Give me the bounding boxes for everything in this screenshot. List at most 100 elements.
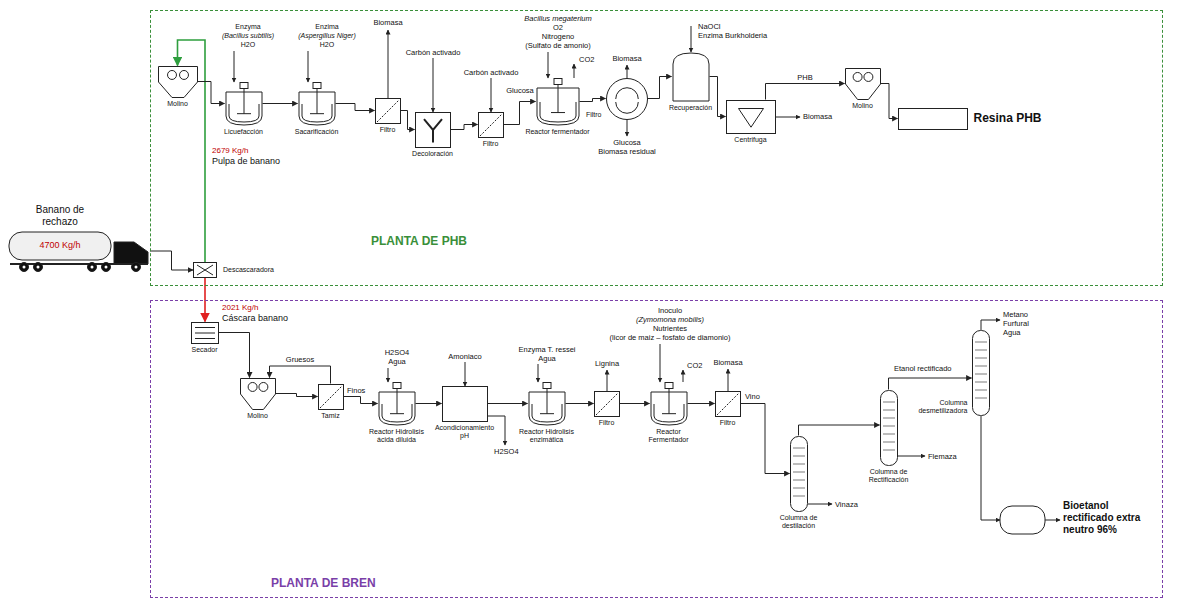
distillation-column: Columna de destilación [790, 436, 808, 512]
flow-connector [150, 251, 193, 270]
stream-label: Carbón activado [464, 68, 519, 77]
peeler-unit-part [197, 265, 213, 275]
stream-label: Bacillus megaterium [524, 14, 592, 23]
outlet-arrow [776, 117, 800, 118]
feed-arrow [660, 344, 661, 382]
stirred-reactor-shape [528, 382, 566, 426]
distillation-column-part [972, 330, 989, 415]
distillation-column-part [793, 479, 805, 480]
stream-label: Carbón activado [406, 48, 461, 57]
flow-connector [276, 394, 318, 397]
peeler-unit-outline [194, 263, 217, 278]
stream-label: Biomasa residual [598, 147, 656, 156]
stream-label: Biomasa [713, 358, 742, 367]
mill-hopper-shape [240, 378, 276, 410]
filter-unit: Filtro [375, 98, 401, 124]
recovery-tank-part [673, 53, 709, 101]
storage-tank [1000, 506, 1045, 534]
stirred-reactor-outline [537, 78, 579, 125]
dryer-unit-part [195, 332, 215, 333]
stream-label: Furfural [1003, 319, 1029, 328]
feed-arrow [691, 26, 692, 52]
peeler-unit: Descascaradora [193, 262, 217, 278]
filter-unit-shape [594, 391, 620, 417]
stream-label: Biomasa [373, 18, 402, 27]
filter-unit-outline [594, 391, 619, 416]
equipment-label: Molino [167, 100, 188, 108]
mill-hopper-part [179, 70, 188, 79]
stream-label: Agua [1003, 328, 1021, 337]
mill-hopper-outline [240, 378, 275, 409]
truck-part [10, 263, 148, 265]
rotary-filter-part [615, 87, 638, 98]
peeler-unit-shape [193, 262, 217, 278]
truck-part [34, 263, 43, 272]
stirred-reactor: Reactor fermentador [536, 78, 580, 126]
stirred-reactor-part [237, 88, 251, 113]
equipment-label: Decoloración [412, 150, 453, 158]
rotary-filter: Filtro [606, 78, 648, 120]
stirred-reactor: Sacarificación [298, 82, 336, 126]
decolorization-unit-part [415, 112, 450, 147]
dryer-unit-shape [191, 322, 219, 344]
recovery-tank: Recuperación [672, 52, 710, 102]
stream-label: Inoculo [658, 306, 682, 315]
centrifuge-part [738, 108, 763, 127]
stream-label: Enzyma T. ressei [519, 345, 576, 354]
stirred-reactor-part [240, 82, 248, 88]
mill-hopper: Molino [158, 66, 198, 98]
filter-unit-part [318, 384, 343, 409]
stream-label: Vinaza [835, 500, 858, 509]
stirred-reactor-shape [225, 82, 263, 126]
gas-outlet-arrow [574, 64, 575, 78]
filter-unit-shape [375, 98, 401, 124]
mill-hopper-outline [845, 68, 880, 99]
flow-connector [401, 111, 415, 130]
stirred-reactor: Reactor Hidrolisis ácida diluida [378, 382, 416, 426]
stirred-reactor: Licuefacción [225, 82, 263, 126]
rotary-filter-outline [606, 78, 647, 119]
filter-unit-part [478, 112, 503, 137]
stirred-reactor-part [554, 78, 562, 84]
stirred-reactor-outline [299, 82, 335, 125]
distillation-column-part [793, 495, 805, 496]
distillation-column-part [883, 409, 895, 410]
equipment-label: Descascaradora [223, 266, 274, 274]
stirred-reactor-part [551, 84, 565, 112]
process-box-shape [442, 386, 488, 422]
distillation-column-part [883, 433, 895, 434]
distillation-column-part [793, 447, 805, 448]
distillation-column-part [975, 381, 987, 382]
distillation-column-outline [880, 390, 897, 465]
edge-label: Glucosa [505, 86, 535, 95]
stream-label: Amoniaco [448, 352, 481, 361]
product-line [981, 416, 1000, 520]
flow-connector [488, 403, 528, 404]
mill-hopper-part [258, 382, 267, 391]
distillation-column-part [975, 341, 987, 342]
equipment-label: Reactor Fermentador [644, 428, 694, 444]
stirred-reactor-shape [378, 382, 416, 426]
flow-connector [219, 333, 250, 378]
flow-connector [566, 403, 594, 404]
filter-unit-part [320, 386, 342, 408]
filter-unit: Tamiz [318, 384, 344, 410]
stream-label: H2O [320, 40, 334, 49]
stream-label: (licor de maiz – fosfato de diamonio) [610, 333, 731, 342]
equipment-label: Recuperación [669, 104, 712, 112]
equipment-label: Tamiz [321, 412, 339, 420]
flow-connector [580, 99, 606, 102]
process-box: Resina PHB [898, 108, 968, 130]
plant-region: PLANTA DE PHBMolinoLicuefacciónSacarific… [150, 10, 1163, 286]
stream-label: Glucosa [613, 138, 641, 147]
stream-label: (Bacillus subtilis) [222, 31, 274, 40]
stream-label: Nitrogeno [542, 32, 575, 41]
mill-hopper: Molino [240, 378, 276, 410]
flow-connector [451, 125, 478, 130]
dryer-unit: Secador [191, 322, 219, 344]
equipment-label: Licuefacción [224, 128, 263, 136]
outlet-arrow [607, 370, 608, 391]
outlet-arrow [627, 65, 628, 78]
equipment-label: Resina PHB [974, 112, 1042, 126]
process-box-part [442, 386, 487, 421]
